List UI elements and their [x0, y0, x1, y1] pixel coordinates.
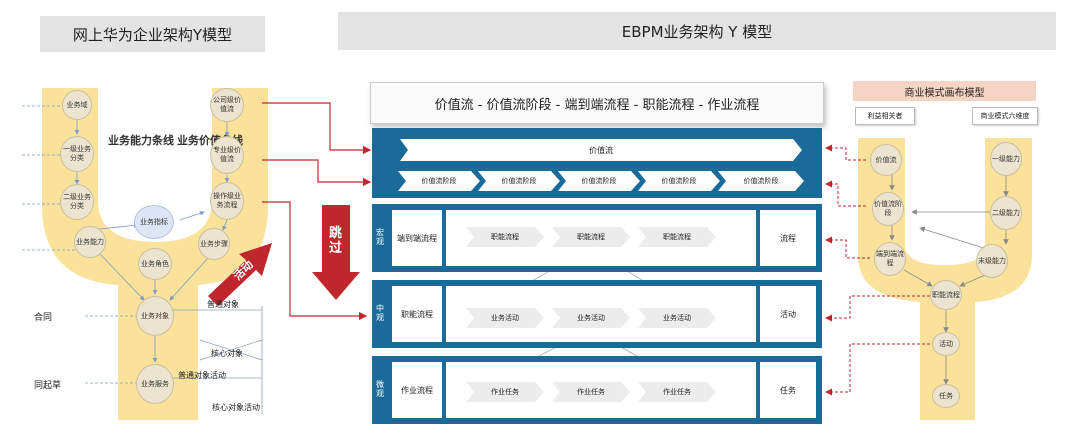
core-object-label: 核心对象	[211, 349, 243, 358]
activate-arrow	[208, 243, 272, 306]
meso-right-box: 活动	[760, 286, 816, 342]
node-business-role: 业务角色	[138, 248, 172, 280]
normal-object-activity-label: 普通对象活动	[178, 371, 226, 380]
contract-draft-label: 同起草	[34, 381, 62, 391]
node-business-capability: 业务能力	[74, 226, 106, 258]
normal-object-label: 普通对象	[207, 300, 239, 309]
rnode-value-stream: 价值流	[870, 144, 902, 176]
node-level2-category: 二级业务分类	[60, 184, 94, 220]
meso-side-label: 中观	[376, 304, 384, 322]
macro-item-1: 职能流程	[466, 227, 544, 247]
rnode-task: 任务	[932, 384, 960, 408]
vs-stage-1: 价值流阶段	[398, 171, 480, 191]
micro-right-box: 任务	[760, 362, 816, 418]
core-object-activity-label: 核心对象活动	[212, 403, 260, 412]
node-business-step: 业务步骤	[198, 228, 230, 260]
rnode-level1-capability: 一级能力	[990, 142, 1022, 176]
meso-item-3: 业务活动	[638, 308, 716, 328]
macro-side-label: 宏观	[376, 228, 384, 246]
vs-stage-2: 价值流阶段	[478, 171, 560, 191]
micro-item-2: 作业任务	[552, 382, 630, 402]
node-operational-process: 操作级业务流程	[210, 182, 244, 220]
value-stream-chevron: 价值流	[400, 139, 802, 161]
rnode-functional-process: 职能流程	[930, 280, 962, 310]
skip-arrow-label: 跳过	[329, 226, 343, 256]
node-company-value-stream: 公司级价值流	[210, 88, 244, 122]
node-business-service: 业务服务	[136, 364, 174, 404]
rnode-value-stream-stage: 价值流阶段	[872, 192, 904, 226]
macro-item-2: 职能流程	[552, 227, 630, 247]
micro-item-3: 作业任务	[638, 382, 716, 402]
macro-label-box: 端到端流程	[392, 210, 442, 266]
vs-stage-5: 价值流阶段	[718, 171, 804, 191]
node-business-domain: 业务域	[62, 90, 92, 120]
capability-line-label: 业务能力条线	[108, 134, 174, 147]
meso-item-2: 业务活动	[552, 308, 630, 328]
ebpm-model-title: EBPM业务架构 Y 模型	[338, 12, 1056, 50]
rnode-level2-capability: 二级能力	[990, 196, 1022, 230]
skip-arrow	[312, 205, 360, 300]
contract-label: 合同	[34, 313, 53, 323]
left-model-title: 网上华为企业架构Y模型	[40, 16, 265, 52]
rnode-activity: 活动	[932, 332, 960, 356]
micro-side-label: 微观	[376, 380, 384, 398]
micro-item-1: 作业任务	[466, 382, 544, 402]
stakeholder-tag: 利益相关者	[855, 107, 915, 125]
rnode-e2e-process: 端到端流程	[874, 242, 906, 276]
business-canvas-title: 商业模式画布模型	[853, 81, 1036, 101]
rnode-leaf-capability: 末级能力	[976, 244, 1008, 278]
vs-stage-3: 价值流阶段	[558, 171, 640, 191]
node-business-indicator: 业务指标	[134, 205, 174, 239]
macro-right-box: 流程	[760, 210, 816, 266]
meso-label-box: 职能流程	[392, 286, 442, 342]
six-dimensions-tag: 商业模式六维度	[972, 107, 1038, 125]
vs-stage-4: 价值流阶段	[638, 171, 720, 191]
micro-label-box: 作业流程	[392, 362, 442, 418]
node-business-object: 业务对象	[136, 296, 174, 336]
value-chain-header: 价值流 - 价值流阶段 - 端到端流程 - 职能流程 - 作业流程	[370, 82, 824, 124]
macro-item-3: 职能流程	[638, 227, 716, 247]
node-professional-value-stream: 专业级价值流	[210, 136, 244, 174]
node-level1-category: 一级业务分类	[60, 136, 94, 172]
meso-item-1: 业务活动	[466, 308, 544, 328]
